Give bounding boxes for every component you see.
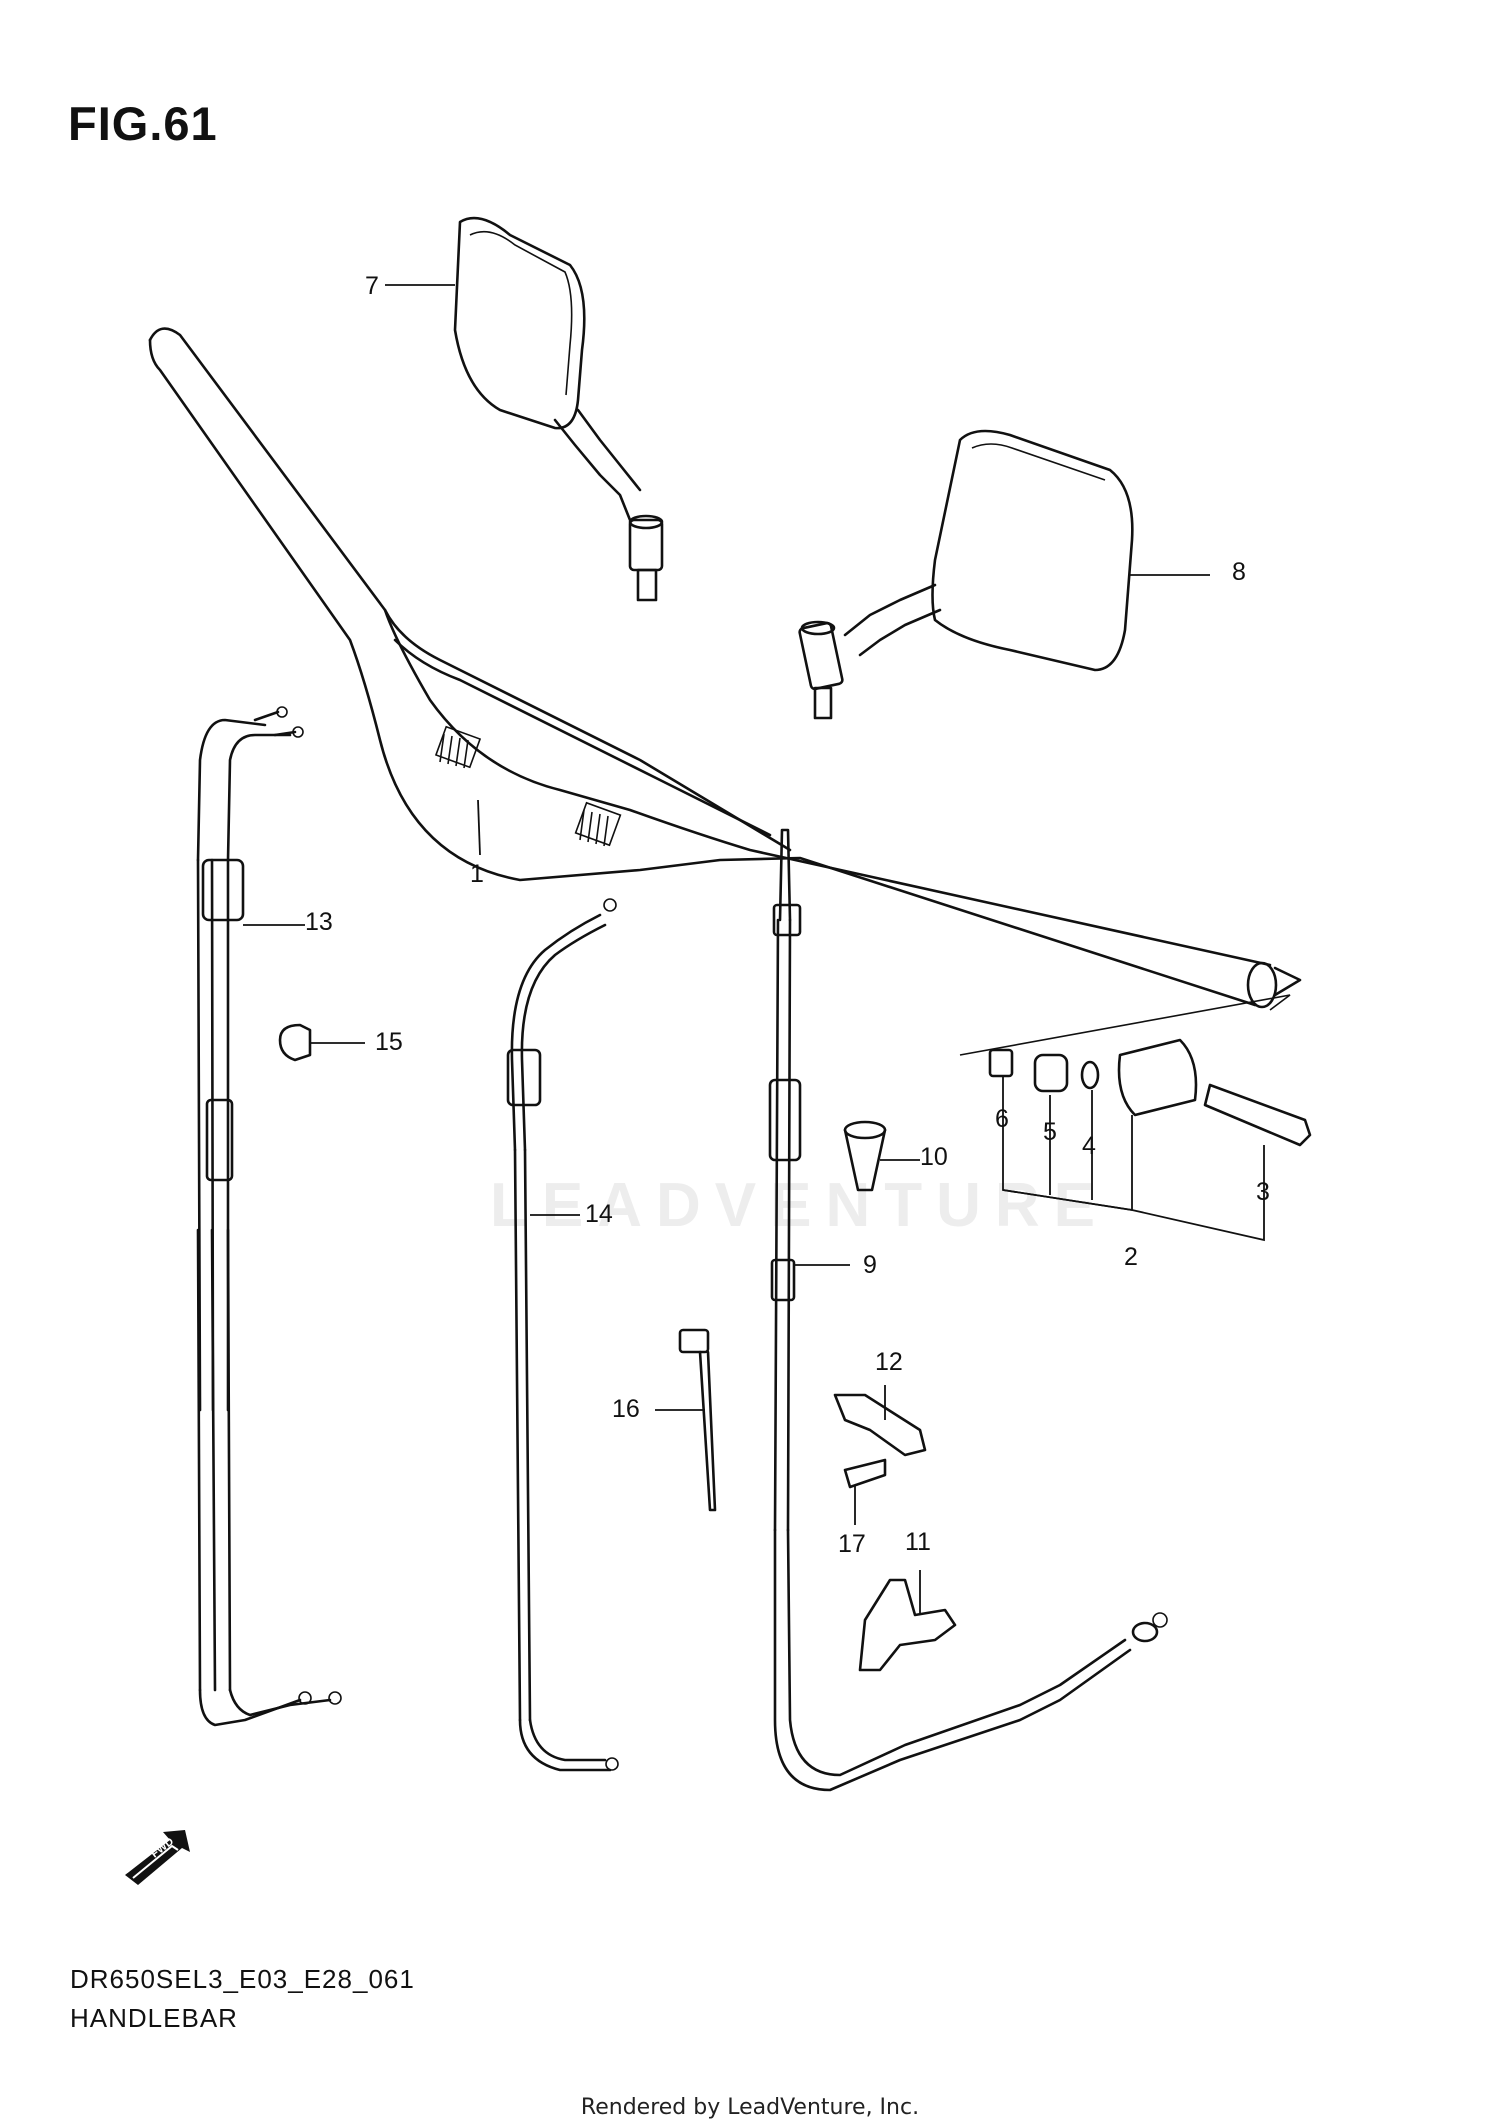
handlebar-part: [148, 327, 1302, 1009]
callout-1: 1: [470, 860, 484, 888]
leadventure-watermark: LEADVENTURE: [490, 1171, 1110, 1240]
clutch-cable-bracket-part: [858, 1570, 957, 1672]
cable-clamp-part: [278, 1023, 365, 1062]
callout-4: 4: [1082, 1132, 1096, 1160]
callout-10: 10: [920, 1143, 948, 1171]
callout-14: 14: [585, 1200, 613, 1228]
callout-16: 16: [612, 1395, 640, 1423]
leader-1: [477, 799, 481, 856]
rendered-by-credit: Rendered by LeadVenture, Inc.: [580, 2095, 920, 2120]
cable-bracket-part: [833, 1385, 927, 1457]
callout-12: 12: [875, 1348, 903, 1376]
mirror-right-part: [798, 429, 1134, 720]
diagram-code: DR650SEL3_E03_E28_061: [70, 1964, 415, 1994]
clutch-cable-part: [768, 828, 1168, 1792]
boot-cap-part: [843, 1120, 920, 1192]
callout-13: 13: [305, 908, 333, 936]
section-name: HANDLEBAR: [70, 2003, 238, 2033]
callout-6: 6: [995, 1105, 1009, 1133]
bracket-bolt-part: [843, 1458, 887, 1525]
callout-8: 8: [1232, 558, 1246, 586]
callout-3: 3: [1256, 1178, 1270, 1206]
callout-15: 15: [375, 1028, 403, 1056]
handlebar-end-weight-part: [959, 994, 1312, 1242]
callout-2: 2: [1124, 1243, 1138, 1271]
choke-cable-part: [506, 898, 619, 1772]
forward-direction-arrow: [125, 1830, 190, 1885]
mirror-left-part: [453, 216, 664, 602]
cable-tie-part: [655, 1328, 717, 1512]
callout-5: 5: [1043, 1118, 1057, 1146]
callout-17: 17: [838, 1530, 866, 1558]
callout-7: 7: [365, 272, 379, 300]
throttle-cables-part: [196, 706, 342, 1727]
callout-11: 11: [905, 1528, 931, 1556]
callout-9: 9: [863, 1251, 877, 1279]
figure-title: FIG.61: [68, 97, 218, 150]
